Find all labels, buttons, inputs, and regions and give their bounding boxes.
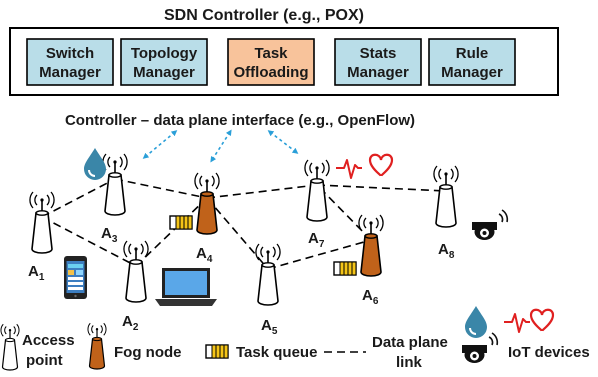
camera-icon	[472, 209, 509, 240]
link-line	[206, 197, 269, 270]
module-label: Switch	[46, 45, 94, 62]
module-label: Stats	[360, 45, 397, 62]
link-line	[135, 197, 208, 267]
legend-heartbeat-icon	[504, 308, 555, 333]
heartbeat-icon	[336, 153, 394, 179]
access-point-a2: A2	[122, 240, 149, 333]
node-label: A8	[438, 241, 455, 261]
controller-title: SDN Controller (e.g., POX)	[164, 7, 364, 24]
data-plane-links	[41, 178, 447, 270]
legend-camera-icon	[462, 332, 499, 363]
legend-access-point-icon	[0, 323, 20, 371]
link-line	[316, 184, 447, 192]
legend-water-drop-icon	[465, 306, 487, 338]
fog-node-a6: A6	[358, 214, 384, 307]
legend-access-point-label: Access	[22, 332, 75, 349]
access-point-a1: A1	[28, 191, 55, 283]
control-arrow	[267, 130, 299, 154]
legend-task-queue-icon	[205, 344, 229, 359]
node-label: A1	[28, 263, 45, 283]
node-label: A3	[101, 225, 118, 245]
node-label: A6	[362, 287, 379, 307]
link-line	[41, 216, 137, 267]
interface-label: Controller – data plane interface (e.g.,…	[65, 112, 415, 129]
module-label: Manager	[39, 64, 101, 81]
legend-link-label: Data plane	[372, 334, 448, 351]
smartphone-icon	[64, 256, 87, 299]
legend: Access point Fog node Task queue Data pl…	[0, 306, 590, 371]
module-label: Manager	[441, 64, 503, 81]
legend-link-label-2: link	[396, 354, 422, 371]
node-label: A7	[308, 230, 325, 250]
access-point-a5: A5	[255, 243, 281, 337]
task-queues	[169, 215, 357, 276]
module-label: Rule	[456, 45, 489, 62]
module-label: Topology	[131, 45, 198, 62]
access-point-a8: A8	[433, 165, 459, 261]
link-line	[267, 239, 372, 270]
control-arrow	[142, 130, 178, 159]
legend-fog-node-icon	[87, 322, 107, 370]
module-label: Task	[254, 45, 288, 62]
legend-fog-node-label: Fog node	[114, 344, 182, 361]
link-line	[114, 178, 208, 199]
node-label: A4	[196, 245, 213, 265]
access-point-a3: A3	[101, 153, 128, 245]
module-label: Manager	[347, 64, 409, 81]
legend-task-queue-label: Task queue	[236, 344, 317, 361]
water-drop-icon	[84, 148, 106, 180]
legend-access-point-label-2: point	[26, 352, 63, 369]
node-label: A5	[261, 317, 278, 337]
module-label: Offloading	[234, 64, 309, 81]
link-line	[206, 184, 318, 199]
laptop-icon	[155, 268, 217, 306]
legend-iot-label: IoT devices	[508, 344, 590, 361]
fog-node-a4: A4	[194, 172, 220, 265]
controller-modules: SwitchManagerTopologyManagerTaskOffloadi…	[26, 38, 516, 86]
control-arrow	[210, 129, 232, 163]
module-label: Manager	[133, 64, 195, 81]
link-line	[41, 178, 116, 218]
access-point-a7: A7	[304, 159, 330, 250]
node-label: A2	[122, 313, 139, 333]
